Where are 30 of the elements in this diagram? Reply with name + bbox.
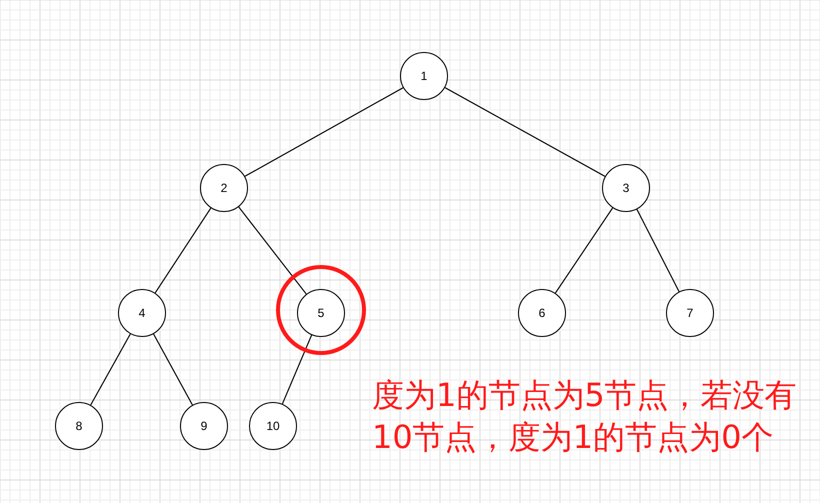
tree-edge (154, 208, 212, 294)
tree-edge (636, 209, 680, 292)
tree-node-circle (200, 164, 248, 212)
node-number: 3 (622, 181, 630, 195)
tree-node-circle (666, 289, 714, 337)
annotation-text: 度为1的节点为5节点，若没有10节点，度为1的节点为0个 (372, 375, 798, 458)
tree-edge (554, 208, 614, 294)
tree-node-circle (518, 289, 566, 337)
node-number: 6 (538, 306, 546, 320)
tree-edge (90, 334, 131, 406)
node-number: 7 (686, 306, 694, 320)
node-number: 8 (76, 419, 82, 433)
tree-node-circle (180, 402, 228, 450)
tree-node-circle (400, 52, 448, 100)
node-number: 10 (266, 419, 280, 433)
tree-node-circle (118, 289, 166, 337)
tree-node-circle (55, 402, 103, 450)
node-number: 9 (200, 419, 208, 433)
node-number: 2 (220, 181, 228, 195)
tree-edge (244, 87, 404, 177)
tree-node-circle (297, 289, 345, 337)
tree-edge (238, 206, 307, 294)
tree-node-circle (602, 164, 650, 212)
tree-node-circle (249, 402, 297, 450)
tree-edge (282, 334, 312, 404)
tree-edge (444, 87, 606, 177)
node-number: 4 (138, 306, 146, 320)
node-number: 1 (420, 69, 428, 83)
tree-edge (153, 334, 193, 406)
node-number: 5 (318, 306, 324, 320)
